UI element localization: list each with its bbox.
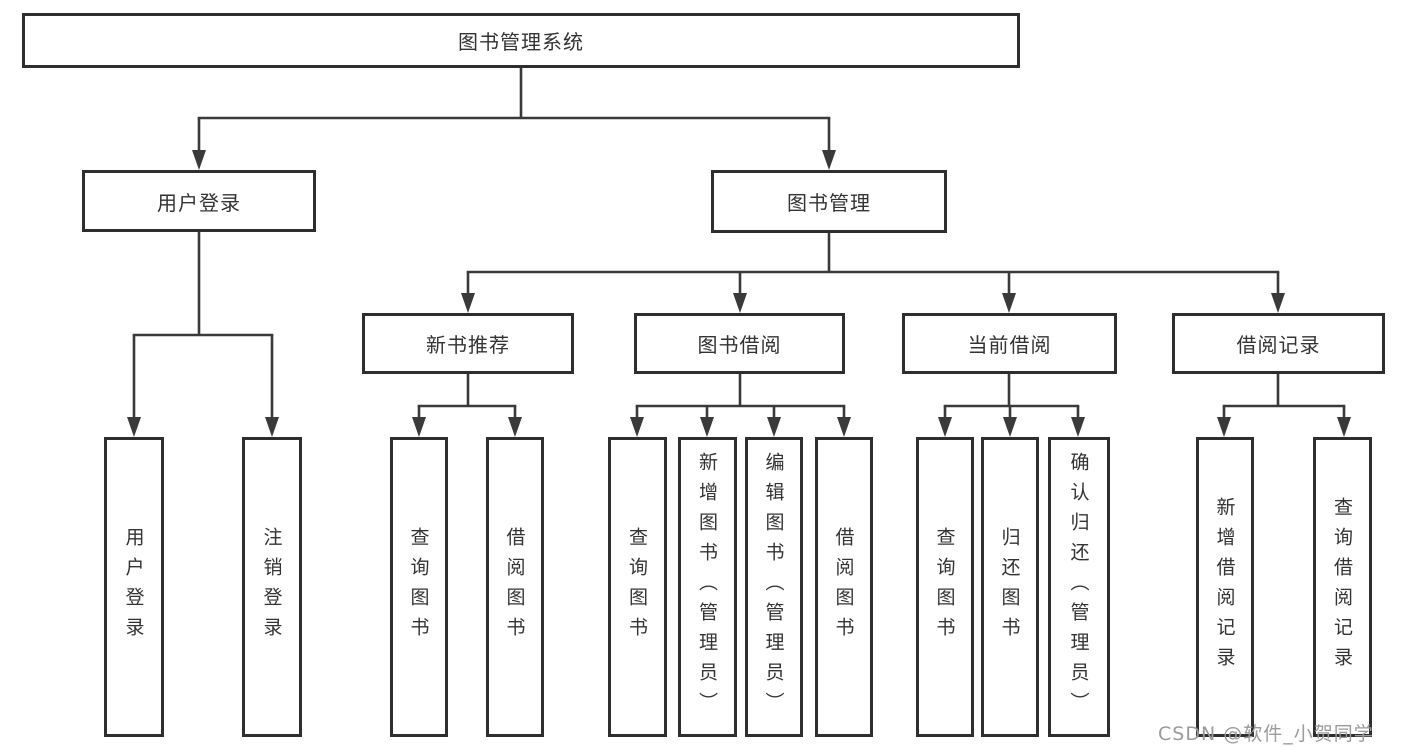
leaf-confirm-return-admin: 确认归还（管理员）	[1048, 437, 1110, 737]
node-book-borrow: 图书借阅	[634, 313, 845, 374]
node-current-borrow: 当前借阅	[902, 313, 1117, 374]
node-label: 借阅图书	[832, 527, 855, 647]
leaf-borrow-books: 借阅图书	[815, 437, 873, 737]
leaf-user-login: 用户登录	[104, 437, 164, 737]
node-label: 新增图书（管理员）	[696, 452, 718, 722]
node-new-book-recommend: 新书推荐	[362, 313, 574, 374]
leaf-edit-book-admin: 编辑图书（管理员）	[745, 437, 803, 737]
leaf-query-books-current: 查询图书	[916, 437, 974, 737]
node-label: 借阅记录	[1236, 333, 1321, 357]
node-label: 图书管理系统	[458, 30, 584, 54]
node-label: 归还图书	[998, 527, 1021, 647]
leaf-add-book-admin: 新增图书（管理员）	[678, 437, 737, 737]
node-label: 编辑图书（管理员）	[762, 452, 785, 722]
node-label: 用户登录	[157, 190, 241, 215]
node-label: 图书管理	[787, 191, 871, 215]
node-label: 查询图书	[933, 527, 956, 647]
node-library-management-system: 图书管理系统	[22, 13, 1020, 68]
leaf-borrow-books-recommend: 借阅图书	[486, 437, 544, 737]
node-label: 注销登录	[260, 527, 283, 647]
leaf-query-books-recommend: 查询图书	[390, 437, 448, 737]
leaf-add-borrow-record: 新增借阅记录	[1196, 437, 1254, 737]
node-label: 查询图书	[407, 527, 430, 647]
node-book-management: 图书管理	[711, 170, 947, 233]
leaf-return-books: 归还图书	[981, 437, 1039, 737]
leaf-query-borrow-record: 查询借阅记录	[1313, 437, 1372, 737]
leaf-query-books-borrow: 查询图书	[608, 437, 667, 737]
node-label: 用户登录	[122, 527, 145, 647]
node-label: 借阅图书	[503, 527, 526, 647]
node-label: 当前借阅	[967, 333, 1052, 357]
node-user-login: 用户登录	[82, 170, 316, 232]
node-borrow-records: 借阅记录	[1172, 313, 1385, 374]
watermark: CSDN @软件_小贺同学	[1158, 723, 1374, 745]
node-label: 查询借阅记录	[1331, 497, 1353, 677]
node-label: 新书推荐	[426, 333, 510, 357]
node-label: 查询图书	[626, 527, 648, 647]
leaf-logout: 注销登录	[242, 437, 302, 737]
node-label: 新增借阅记录	[1213, 497, 1236, 677]
node-label: 图书借阅	[697, 333, 782, 357]
node-label: 确认归还（管理员）	[1067, 452, 1090, 722]
